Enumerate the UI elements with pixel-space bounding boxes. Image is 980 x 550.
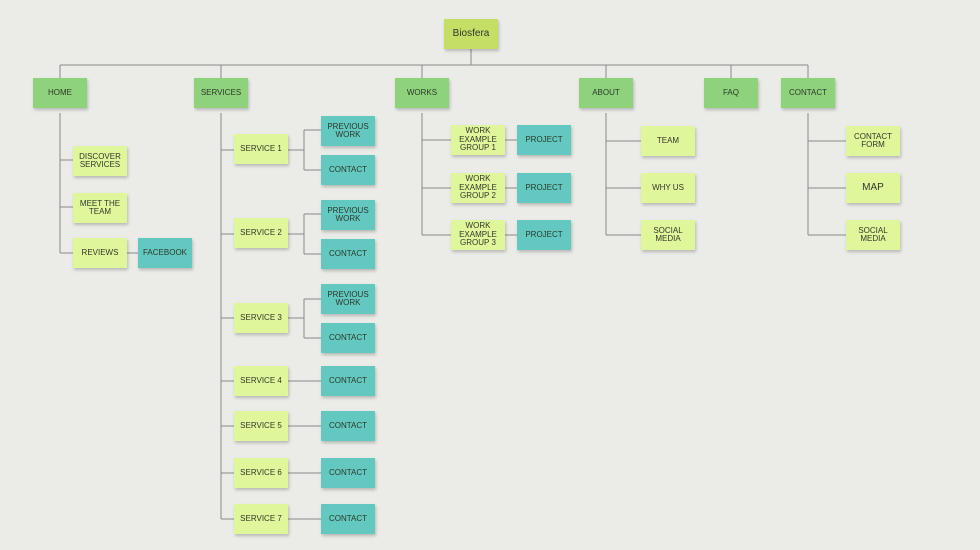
service-4-contact: CONTACT bbox=[321, 366, 375, 396]
home-discover-services: DISCOVER SERVICES bbox=[73, 146, 127, 176]
service-2-contact: CONTACT bbox=[321, 239, 375, 269]
service-1: SERVICE 1 bbox=[234, 134, 288, 164]
service-1-previous-work: PREVIOUS WORK bbox=[321, 116, 375, 146]
service-5-contact: CONTACT bbox=[321, 411, 375, 441]
home-meet-the-team: MEET THE TEAM bbox=[73, 193, 127, 223]
service-3-previous-work: PREVIOUS WORK bbox=[321, 284, 375, 314]
service-7: SERVICE 7 bbox=[234, 504, 288, 534]
work-group-1-project: PROJECT bbox=[517, 125, 571, 155]
work-group-3-project: PROJECT bbox=[517, 220, 571, 250]
service-6-contact: CONTACT bbox=[321, 458, 375, 488]
home-facebook: FACEBOOK bbox=[138, 238, 192, 268]
contact-form: CONTACT FORM bbox=[846, 126, 900, 156]
contact-social-media: SOCIAL MEDIA bbox=[846, 220, 900, 250]
nav-faq: FAQ bbox=[704, 78, 758, 108]
about-social-media: SOCIAL MEDIA bbox=[641, 220, 695, 250]
nav-services: SERVICES bbox=[194, 78, 248, 108]
nav-home: HOME bbox=[33, 78, 87, 108]
nav-works: WORKS bbox=[395, 78, 449, 108]
service-2-previous-work: PREVIOUS WORK bbox=[321, 200, 375, 230]
about-team: TEAM bbox=[641, 126, 695, 156]
work-example-group-2: WORK EXAMPLE GROUP 2 bbox=[451, 173, 505, 203]
root-node: Biosfera bbox=[444, 19, 498, 49]
service-6: SERVICE 6 bbox=[234, 458, 288, 488]
service-5: SERVICE 5 bbox=[234, 411, 288, 441]
service-2: SERVICE 2 bbox=[234, 218, 288, 248]
work-group-2-project: PROJECT bbox=[517, 173, 571, 203]
service-3: SERVICE 3 bbox=[234, 303, 288, 333]
work-example-group-1: WORK EXAMPLE GROUP 1 bbox=[451, 125, 505, 155]
work-example-group-3: WORK EXAMPLE GROUP 3 bbox=[451, 220, 505, 250]
service-1-contact: CONTACT bbox=[321, 155, 375, 185]
home-reviews: REVIEWS bbox=[73, 238, 127, 268]
about-why-us: WHY US bbox=[641, 173, 695, 203]
service-4: SERVICE 4 bbox=[234, 366, 288, 396]
nav-about: ABOUT bbox=[579, 78, 633, 108]
service-3-contact: CONTACT bbox=[321, 323, 375, 353]
nav-contact: CONTACT bbox=[781, 78, 835, 108]
contact-map: MAP bbox=[846, 173, 900, 203]
service-7-contact: CONTACT bbox=[321, 504, 375, 534]
